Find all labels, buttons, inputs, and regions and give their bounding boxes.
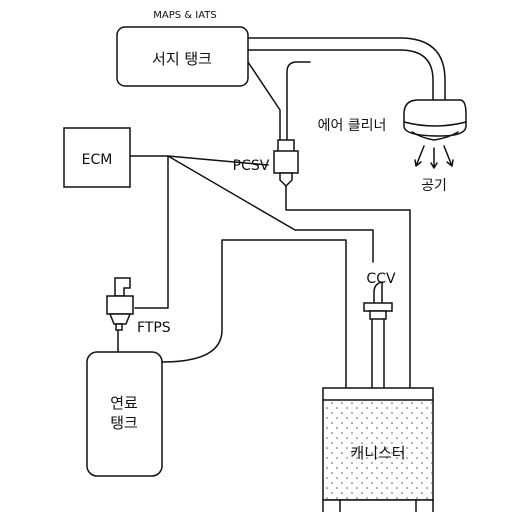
ecm-box [63,127,131,188]
canister-label: 캐니스터 [350,444,405,462]
airflow-arrows-icon [414,145,454,169]
pcsv-label: PCSV [233,158,270,174]
intake-duct [247,37,446,101]
fuel-tank-label-line1: 연료 [110,394,138,412]
pcsv-to-air-hose [286,61,311,141]
pcsv-valve [273,139,299,188]
surge-tank-to-pcsv-hose [247,61,281,141]
ccv-vent-tube [371,317,385,391]
ccv-label: CCV [366,271,396,287]
ecm-to-ftps-wire [134,155,169,309]
surge-tank-label: 서지 탱크 [152,50,212,68]
pcsv-to-canister-hose [285,183,411,389]
air-cleaner-label: 에어 클리너 [318,118,387,134]
ftps-sensor [106,277,134,331]
air-cleaner [403,99,467,141]
ftps-label: FTPS [137,320,171,336]
ecm-to-ccv-wire [167,155,374,263]
ccv-valve [363,281,393,320]
fuel-tank-label-line2: 탱크 [110,414,138,432]
surge-tank [116,26,249,87]
fuel-tank [86,351,163,477]
canister [322,387,434,512]
maps-iats-label: MAPS & IATS [153,10,216,21]
air-label: 공기 [421,178,447,194]
ecm-label: ECM [82,152,113,168]
fuel-tank-to-canister-hose [161,239,347,389]
